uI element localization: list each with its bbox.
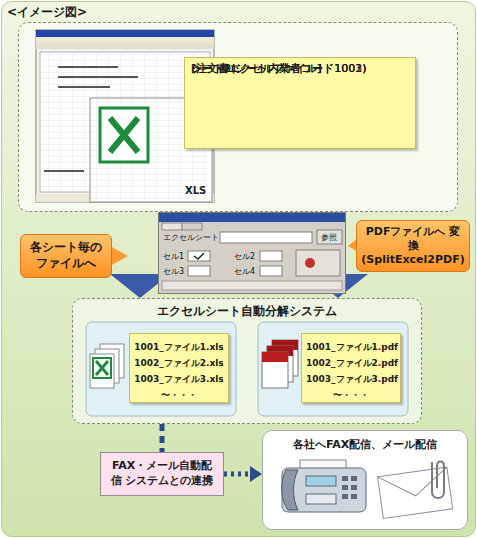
window-part <box>194 253 204 259</box>
box-fill <box>262 430 468 530</box>
pdf-page <box>262 352 288 388</box>
text-wrap: 各シート毎のファイルへ <box>29 240 103 271</box>
process-box: FAX・メール自動配信 システムとの連携 <box>100 452 224 496</box>
cell-text-bar <box>58 76 138 78</box>
window-part <box>162 223 182 230</box>
file-stack <box>90 354 114 388</box>
node-text: 各社へFAX配信、メール配信 <box>263 431 467 452</box>
region-fill <box>72 298 422 424</box>
node-text: 1002_ファイル2.xls <box>134 353 224 369</box>
excel-icon-mark <box>110 118 138 152</box>
node-text: エクセルシート <box>163 232 219 243</box>
file-card <box>86 322 236 416</box>
paperclip <box>432 462 444 499</box>
envelope <box>378 467 453 518</box>
window-part <box>317 230 342 244</box>
menu-bar <box>36 37 214 43</box>
window-part <box>260 266 282 276</box>
file-region: [注文書エクセルファイル]シート1(シート内業者コード1001)シート2(シート… <box>18 22 458 212</box>
file-card <box>258 322 408 416</box>
node-text: FAX・メール自動配信 システムとの連携 <box>107 459 217 489</box>
connector-arrow <box>125 212 155 274</box>
node-text: 1001_ファイル1.xls <box>134 337 224 353</box>
node-text: 〜・・・ <box>306 385 396 401</box>
fax-key <box>342 494 348 499</box>
text-wrap: FAX・メール自動配信 システムとの連携 <box>107 459 217 489</box>
excel-icon <box>93 358 111 378</box>
connector-arrow <box>160 424 165 452</box>
window-part <box>162 281 342 290</box>
cell-text-bar <box>58 66 118 68</box>
envelope-body <box>378 467 453 518</box>
node-text: 〜・・・ <box>134 385 224 401</box>
text-wrap: PDFファイルへ 変 換 (SplitExcel2PDF) <box>361 225 464 268</box>
node-text: セル1 <box>163 251 184 262</box>
window-part <box>188 251 210 261</box>
window-titlebar <box>36 30 214 37</box>
window-part <box>159 213 346 294</box>
region-fill <box>18 22 458 212</box>
fax-handset <box>282 470 298 510</box>
orange-callout: PDFファイルへ 変 換 (SplitExcel2PDF) <box>356 220 470 272</box>
fax-mail-illustration <box>282 460 453 519</box>
cell-text-bar <box>58 86 110 88</box>
fax-tray <box>306 494 336 504</box>
node-text: 1003_ファイル3.pdf <box>306 369 396 385</box>
fax-key <box>351 485 357 490</box>
diagram-title: <イメージ図> <box>7 4 87 21</box>
node-text: 参照 <box>321 232 337 243</box>
node-text: 1002_ファイル2.pdf <box>306 353 396 369</box>
system-region: 1001_ファイル1.xls1002_ファイル2.xls1003_ファイル3.x… <box>72 298 422 424</box>
fax-key <box>351 494 357 499</box>
node-text: エクセルシート自動分解システム <box>73 299 421 320</box>
envelope-flap <box>378 467 451 501</box>
window-part <box>159 213 345 222</box>
node-text: セル3 <box>163 266 184 277</box>
note-callout: [注文書エクセルファイル]シート1(シート内業者コード1001)シート2(シート… <box>184 57 416 149</box>
dialog-window: エクセルシート 参照セル1 セル2 セル3 セル4 <box>158 212 346 294</box>
node-text: セル4 <box>234 266 255 277</box>
window-part <box>305 258 315 268</box>
destination-box: 各社へFAX配信、メール配信 <box>262 430 468 530</box>
node-text: 〜・・・ <box>191 62 235 76</box>
file-list-note: 1001_ファイル1.xls1002_ファイル2.xls1003_ファイル3.x… <box>129 333 229 403</box>
window-part <box>188 266 210 276</box>
window-part <box>260 251 282 261</box>
node-text: 1003_ファイル3.xls <box>134 369 224 385</box>
orange-callout: 各シート毎のファイルへ <box>20 234 112 278</box>
file-list-note: 1001_ファイル1.pdf1002_ファイル2.pdf1003_ファイル3.p… <box>301 333 401 403</box>
excel-icon <box>100 108 148 162</box>
node-text: XLS <box>185 185 206 196</box>
output-cards <box>86 322 408 416</box>
excel-icon-mark <box>96 361 108 375</box>
pdf-band <box>262 352 288 362</box>
fax-key <box>351 476 357 481</box>
fax-body <box>282 468 366 512</box>
connector-arrow <box>224 472 250 477</box>
fax-key <box>342 476 348 481</box>
fax-key <box>342 485 348 490</box>
tool-bar <box>36 43 214 49</box>
window-part <box>220 232 312 243</box>
node-text: セル2 <box>234 251 255 262</box>
node-text: 1001_ファイル1.pdf <box>306 337 396 353</box>
window-part <box>182 223 202 230</box>
cell-text-bar <box>44 170 84 172</box>
node-text: 各シート毎のファイルへ <box>29 240 103 271</box>
node-text: PDFファイルへ 変 換 (SplitExcel2PDF) <box>361 225 464 268</box>
fax-display <box>306 476 336 486</box>
window-part <box>296 250 340 276</box>
